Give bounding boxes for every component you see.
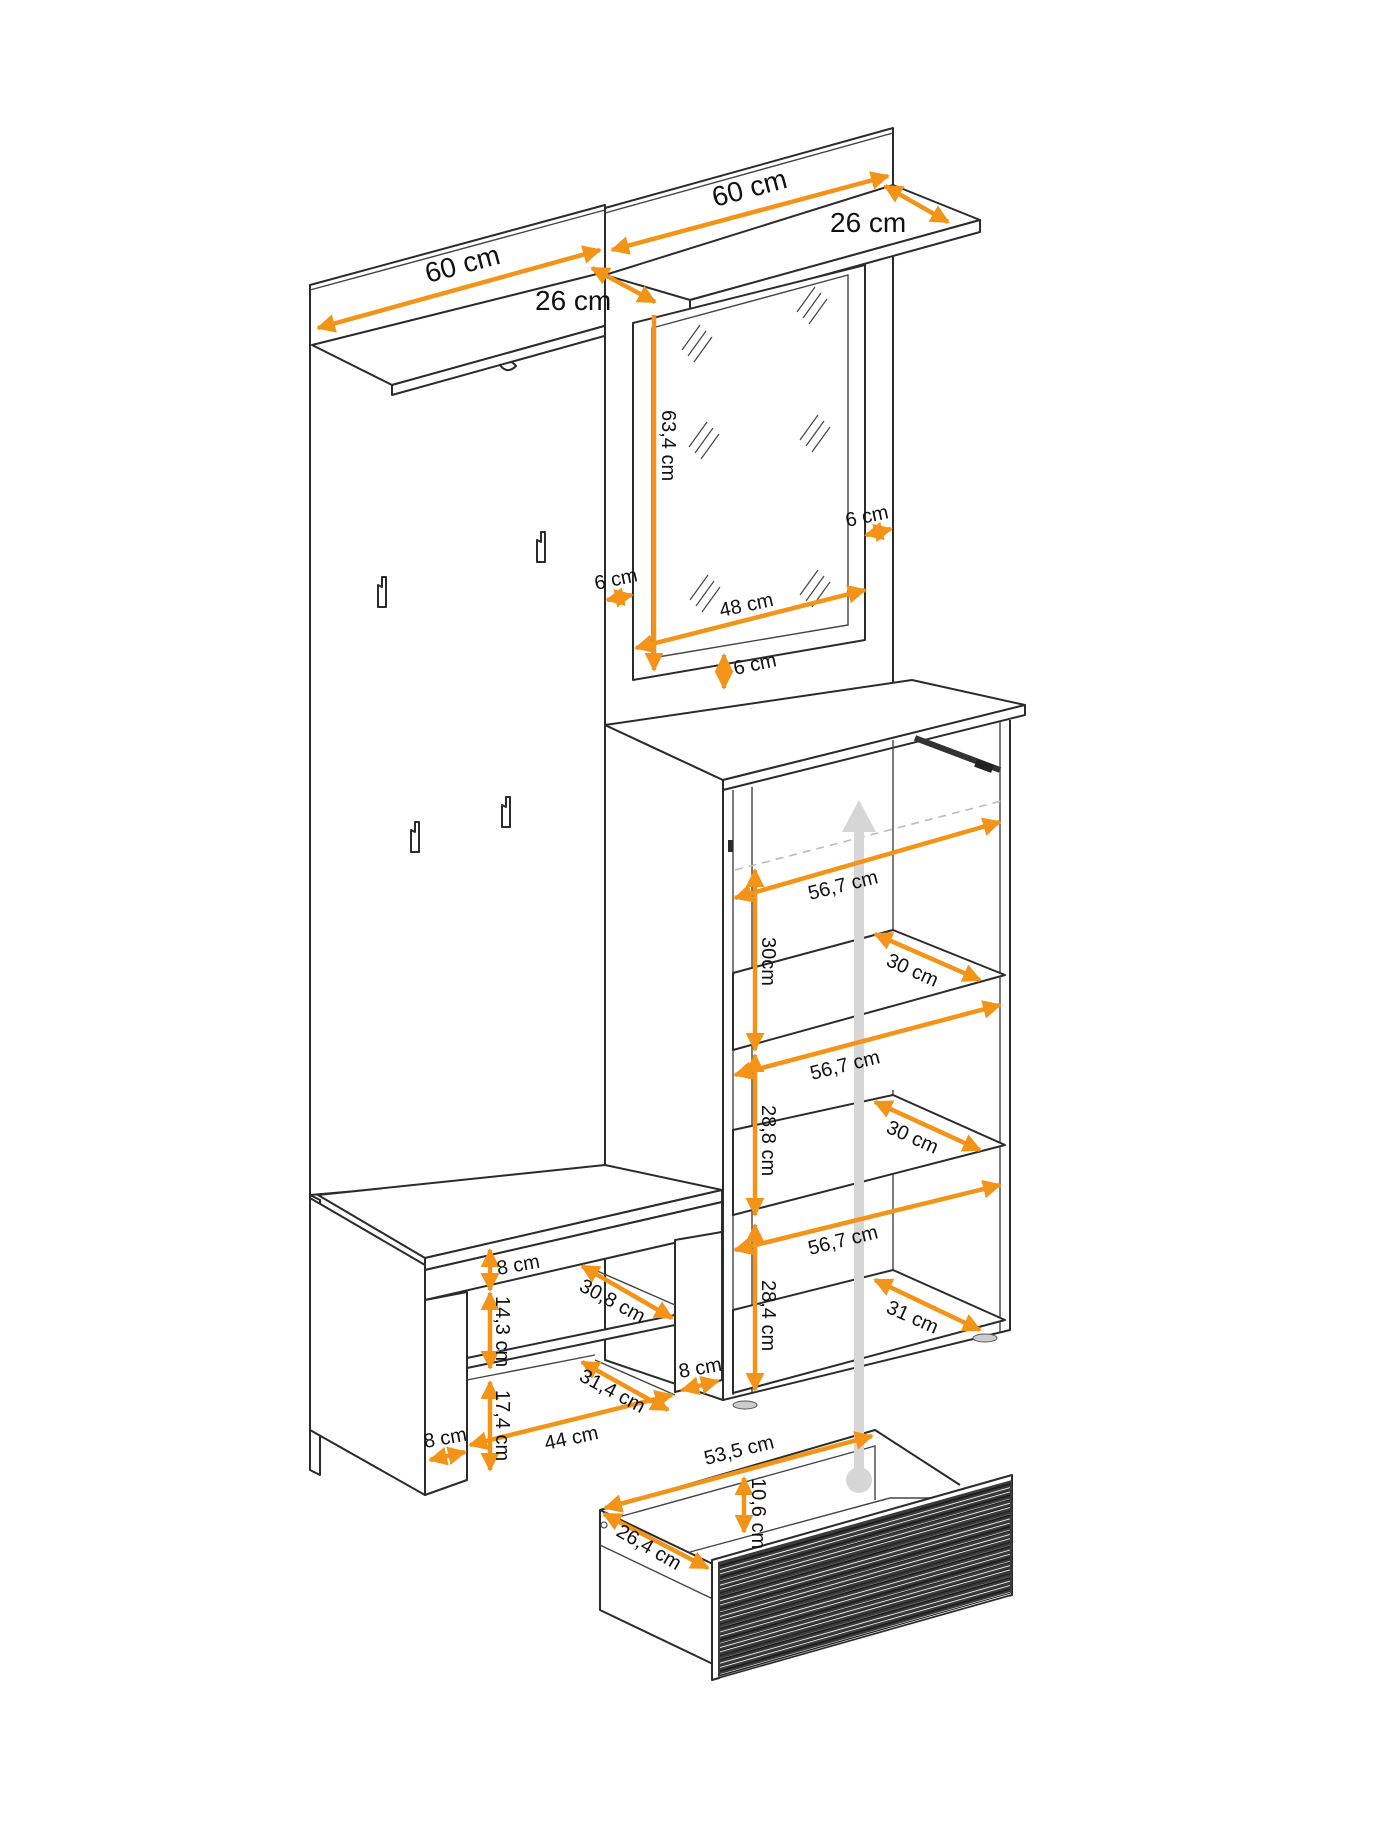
coat-hook-icon <box>377 576 387 608</box>
top-left-shelf-depth-label: 26 cm <box>535 285 611 316</box>
mirror-height-label: 63,4 cm <box>657 410 679 481</box>
bench <box>309 1164 723 1496</box>
coat-hook-icon <box>536 531 546 563</box>
bench-upper-height-label: 14,3 cm <box>491 1296 513 1367</box>
drawer-slide-icon <box>913 735 1002 773</box>
compartment-3-width-label: 56,7 cm <box>806 1221 880 1260</box>
coat-hook-icon <box>501 796 511 828</box>
coat-hook-icon <box>410 821 420 853</box>
compartment-3-height-label: 28,4 cm <box>757 1280 779 1351</box>
drawer-front <box>711 1474 1013 1681</box>
hinge-icon <box>728 840 733 852</box>
top-right-shelf-depth-label: 26 cm <box>830 207 906 238</box>
bench-lower-height-label: 17,4 cm <box>491 1390 513 1461</box>
compartment-1-width-label: 56,7 cm <box>806 866 880 905</box>
compartment-2-height-label: 28,8 cm <box>757 1105 779 1176</box>
compartment-1-height-label: 30cm <box>757 937 779 986</box>
shelf-cabinet <box>604 679 1026 1410</box>
drawer-height-label: 10,6 cm <box>747 1478 769 1549</box>
dimension-lines <box>316 171 1002 1570</box>
